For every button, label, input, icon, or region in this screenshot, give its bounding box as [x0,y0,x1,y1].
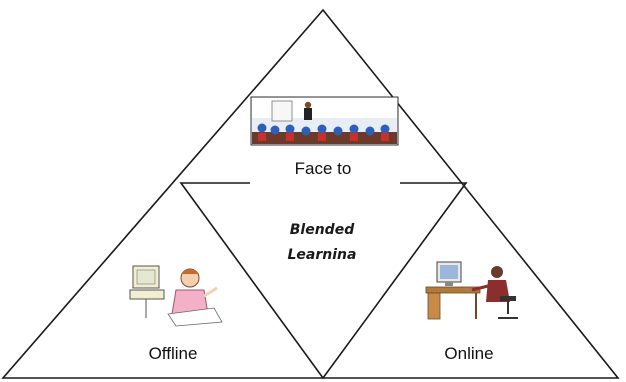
classroom-presentation-image [250,96,399,146]
outer-triangle [1,8,620,379]
person-at-computer-image [125,262,230,327]
offline-label: Offline [149,344,198,363]
face-to-label-box [250,146,400,184]
online-label: Online [444,344,493,363]
triangle-outline [1,8,620,380]
face-to-label: Face to [295,159,352,178]
blended-learning-label-line1: Blended [290,222,355,238]
blended-learning-label-line2: Learnina [288,247,357,263]
computer-workstation-image [424,260,521,326]
